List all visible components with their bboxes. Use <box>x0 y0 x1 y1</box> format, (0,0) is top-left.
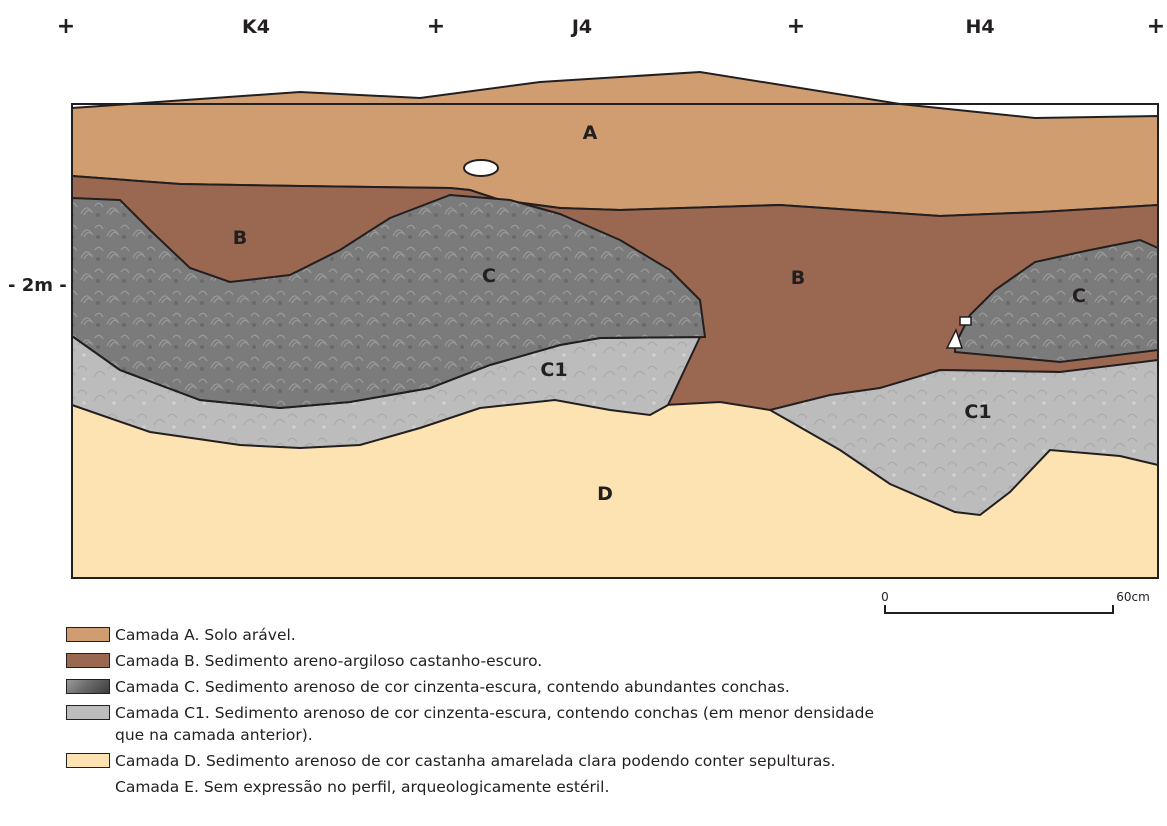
layer-label-a: A <box>583 122 598 144</box>
legend-swatch-b <box>66 653 110 668</box>
layer-label-c-right: C <box>1072 285 1086 307</box>
layer-label-c1-right: C1 <box>964 401 991 423</box>
stratigraphic-profile: + K4 + J4 + H4 + - 2m - A B C B C C1 C1 … <box>0 0 1167 620</box>
grid-label-h4: H4 <box>965 16 994 38</box>
legend-swatch-c <box>66 679 110 694</box>
depth-marker: - 2m - <box>8 275 67 296</box>
legend: Camada A. Solo arável. Camada B. Sedimen… <box>66 624 1146 798</box>
scale-end-label: 60cm <box>1116 590 1150 604</box>
legend-item-b: Camada B. Sedimento areno-argiloso casta… <box>66 650 1146 672</box>
legend-note-e: Camada E. Sem expressão no perfil, arque… <box>115 776 1146 798</box>
legend-swatch-d <box>66 753 110 768</box>
legend-text-c: Camada C. Sedimento arenoso de cor cinze… <box>115 676 790 698</box>
layer-label-b-right: B <box>791 267 805 289</box>
legend-swatch-a <box>66 627 110 642</box>
void-a <box>464 160 498 176</box>
void-c-right-small <box>960 317 971 325</box>
layer-label-d: D <box>597 483 613 505</box>
scale-start-label: 0 <box>881 590 889 604</box>
legend-text-b: Camada B. Sedimento areno-argiloso casta… <box>115 650 542 672</box>
grid-label-j4: J4 <box>570 16 592 38</box>
grid-label-k4: K4 <box>242 16 270 38</box>
layer-label-c1-left: C1 <box>540 359 567 381</box>
grid-cross-1: + <box>427 14 445 39</box>
legend-item-a: Camada A. Solo arável. <box>66 624 1146 646</box>
scale-bar <box>885 605 1113 613</box>
grid-cross-2: + <box>787 14 805 39</box>
layer-label-c-left: C <box>482 265 496 287</box>
legend-item-c1: Camada C1. Sedimento arenoso de cor cinz… <box>66 702 1146 746</box>
legend-item-d: Camada D. Sedimento arenoso de cor casta… <box>66 750 1146 772</box>
legend-item-c: Camada C. Sedimento arenoso de cor cinze… <box>66 676 1146 698</box>
layer-label-b-left: B <box>233 227 247 249</box>
grid-cross-3: + <box>1147 14 1165 39</box>
grid-marker-left: + <box>57 14 75 39</box>
legend-text-a: Camada A. Solo arável. <box>115 624 296 646</box>
legend-text-d: Camada D. Sedimento arenoso de cor casta… <box>115 750 835 772</box>
legend-text-c1: Camada C1. Sedimento arenoso de cor cinz… <box>115 702 875 746</box>
legend-swatch-c1 <box>66 705 110 720</box>
